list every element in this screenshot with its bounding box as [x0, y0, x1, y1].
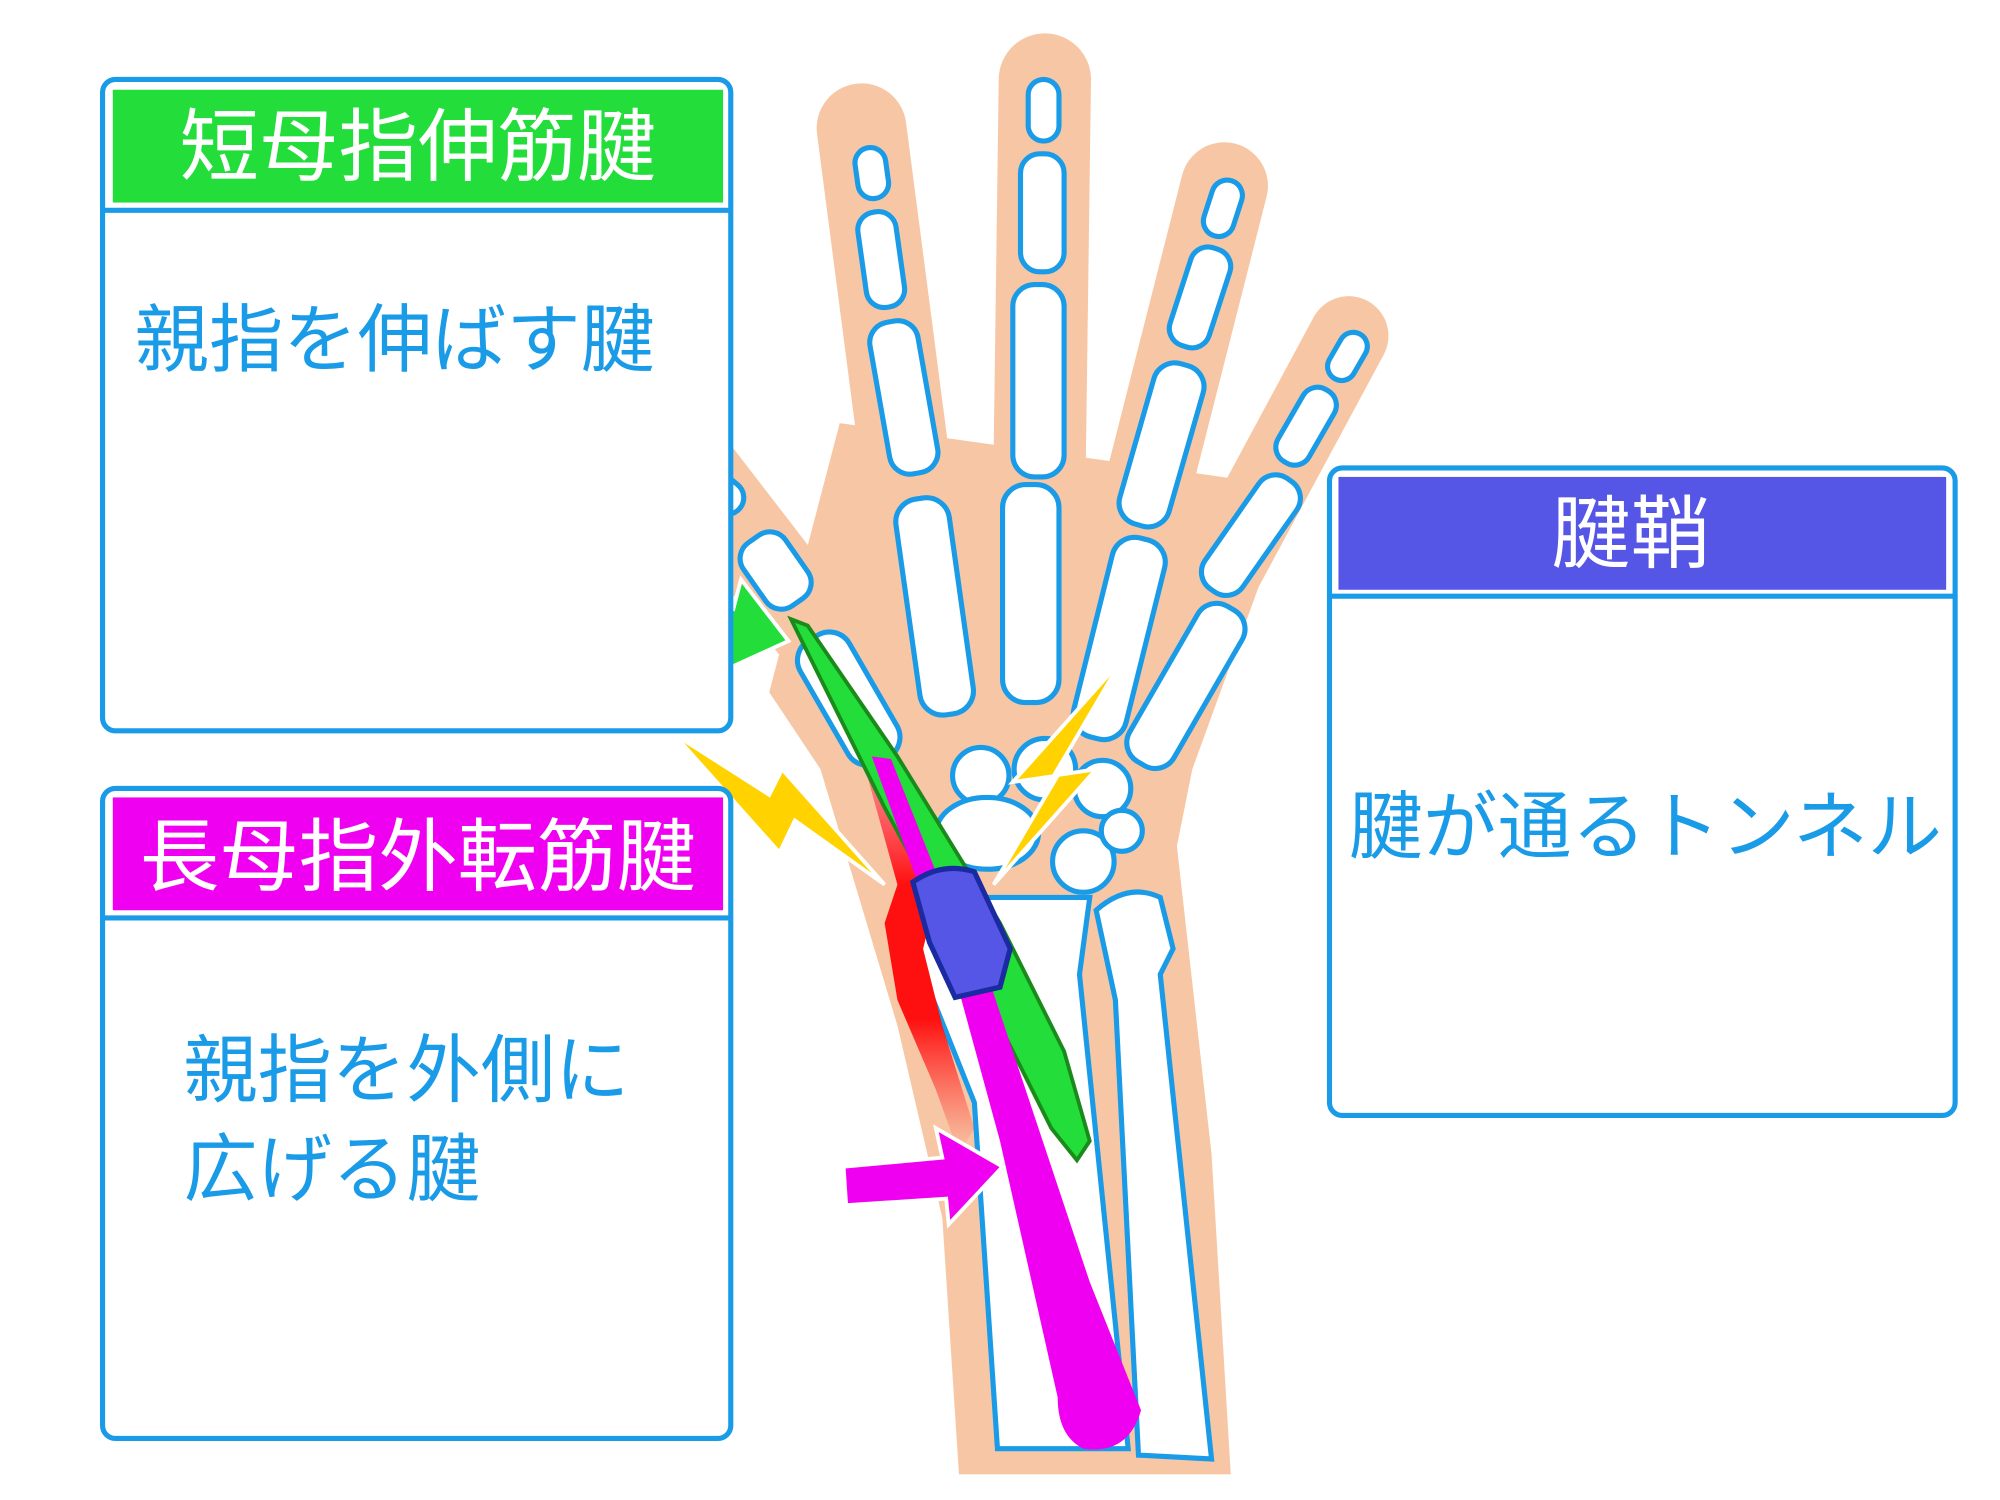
sheath-info-box: 腱鞘 腱が通るトンネル — [1326, 465, 1958, 1118]
lightning-left-icon — [671, 731, 887, 887]
apl-info-box: 長母指外転筋腱 親指を外側に 広げる腱 — [100, 785, 734, 1442]
sheath-description: 腱が通るトンネル — [1349, 784, 1942, 871]
tendon-sheath — [909, 865, 1013, 1001]
apl-description-line1: 親指を外側に — [183, 1027, 629, 1114]
apl-title: 長母指外転筋腱 — [140, 811, 696, 904]
apl-description-line2: 広げる腱 — [183, 1126, 480, 1213]
epb-title: 短母指伸筋腱 — [180, 100, 657, 193]
red-inflamed-tendon — [865, 769, 975, 1154]
tendons — [787, 615, 1142, 1450]
apl-header — [112, 797, 724, 911]
sheath-header — [1338, 476, 1947, 590]
epb-info-box: 短母指伸筋腱 親指を伸ばす腱 — [100, 76, 734, 734]
sheath-title: 腱鞘 — [1551, 488, 1710, 581]
epb-header — [112, 89, 724, 203]
epb-description: 親指を伸ばす腱 — [135, 296, 655, 383]
lightning-right-icon — [991, 658, 1124, 886]
magenta-arrow-icon — [841, 1124, 1006, 1229]
